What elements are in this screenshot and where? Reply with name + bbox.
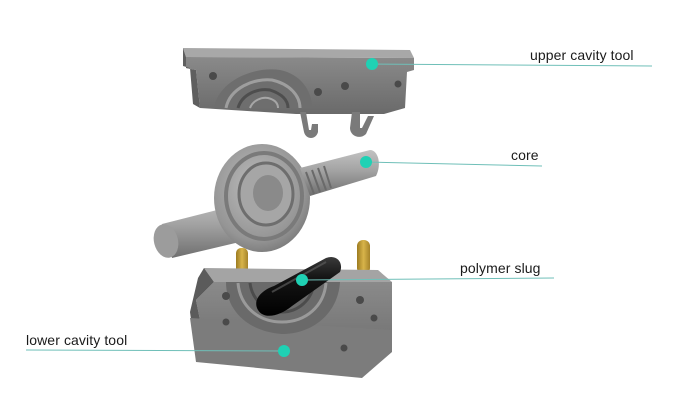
upper-bolt-hole-1: [209, 72, 217, 80]
upper-tool-hook-left: [300, 112, 318, 138]
label-upper-cavity-tool: upper cavity tool: [530, 47, 634, 63]
core-shaft-right: [300, 150, 379, 196]
upper-bolt-hole-2: [314, 88, 322, 96]
annotation-markers: [278, 58, 378, 357]
lower-bolt-hole-4: [370, 314, 378, 322]
marker-lower-cavity-tool: [278, 345, 290, 357]
marker-polymer-slug: [296, 274, 308, 286]
upper-cavity-tool: [183, 48, 414, 138]
core-shaft-end: [153, 224, 179, 258]
leader-polymer-slug: [301, 277, 555, 281]
guide-pin-right: [357, 240, 370, 274]
upper-tool-top-face: [183, 48, 414, 58]
marker-upper-cavity-tool: [366, 58, 378, 70]
core-thread: [305, 165, 332, 195]
lower-tool-base: [190, 318, 392, 378]
core-flange-hub: [253, 175, 283, 211]
guide-pin-left: [236, 248, 248, 274]
core: [153, 144, 379, 258]
marker-core: [360, 156, 372, 168]
guide-pins: [236, 240, 370, 274]
upper-tool-hook-right: [350, 112, 374, 137]
label-core: core: [511, 147, 539, 163]
lower-bolt-hole-2: [222, 318, 230, 326]
upper-bolt-hole-4: [394, 80, 402, 88]
leader-lower-cavity-tool: [25, 349, 285, 352]
lower-cavity-ring-1: [236, 282, 328, 324]
leader-core: [365, 161, 543, 167]
label-polymer-slug: polymer slug: [460, 260, 541, 276]
upper-cavity-ring-3: [249, 96, 279, 109]
annotation-leaders: [25, 63, 653, 352]
upper-cavity-ring-1: [224, 78, 302, 109]
lower-bolt-hole-1: [222, 292, 230, 300]
upper-tool-side-face: [183, 48, 200, 108]
lower-bolt-hole-3: [356, 296, 364, 304]
lower-bolt-hole-5: [340, 344, 348, 352]
lower-cavity-tool: [190, 268, 392, 378]
upper-cavity-ring-2: [236, 88, 290, 109]
polymer-slug-body: [256, 256, 342, 316]
upper-bolt-hole-3: [341, 82, 349, 90]
label-lower-cavity-tool: lower cavity tool: [26, 332, 128, 348]
leader-upper-cavity-tool: [371, 63, 653, 67]
core-flange-ring-1: [224, 151, 304, 241]
